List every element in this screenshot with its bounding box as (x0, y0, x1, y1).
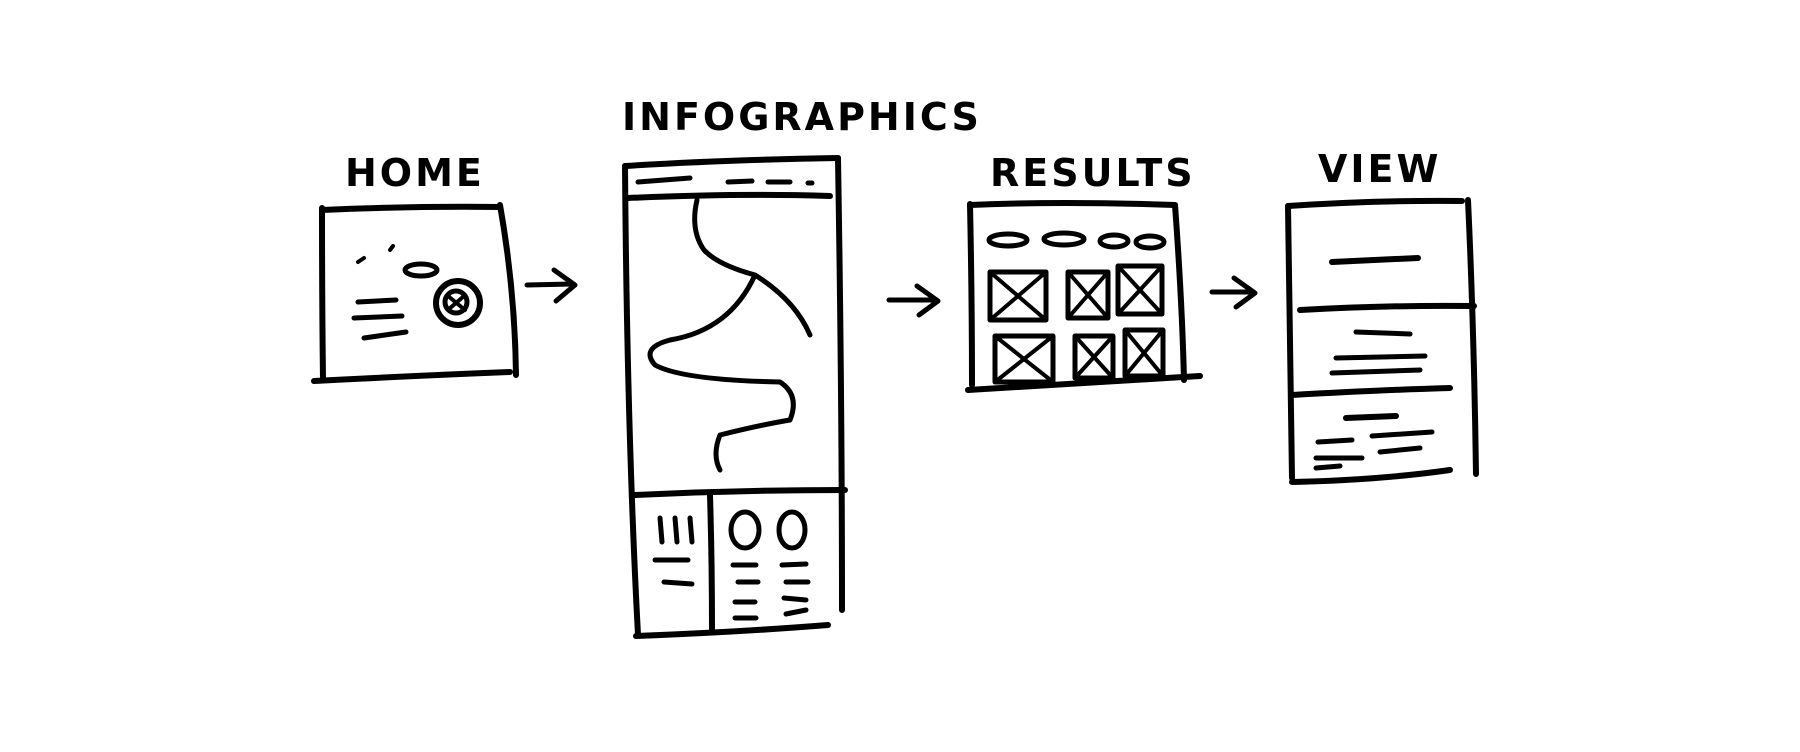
right-arrow-icon (886, 283, 941, 318)
screen-view: VIEW (1285, 147, 1479, 485)
infographics-bottom-right-stats (728, 509, 811, 621)
view-frame (1285, 197, 1479, 485)
result-thumbnail (1065, 269, 1111, 321)
home-frame (311, 202, 519, 384)
result-thumbnail (987, 269, 1049, 323)
home-content (351, 244, 483, 341)
screen-label-results: RESULTS (990, 151, 1196, 195)
result-thumbnail (1122, 327, 1166, 379)
view-text-block-1 (1329, 329, 1428, 376)
infographics-map-lines (647, 197, 813, 473)
results-image-grid (987, 263, 1166, 385)
view-title-line (1329, 255, 1421, 265)
right-arrow-icon (524, 267, 578, 304)
screen-label-view: VIEW (1318, 147, 1441, 191)
result-thumbnail (992, 333, 1056, 385)
infographics-frame (622, 155, 848, 639)
results-frame (965, 200, 1203, 393)
screen-label-infographics: INFOGRAPHICS (622, 95, 982, 139)
view-text-block-2 (1313, 413, 1435, 471)
infographics-bottom-left-stats (652, 515, 695, 587)
right-arrow-icon (1209, 275, 1258, 310)
screen-label-home: HOME (345, 151, 485, 195)
infographics-nav-dashes (635, 175, 815, 186)
screen-results: RESULTS (965, 151, 1203, 393)
result-thumbnail (1115, 263, 1165, 317)
result-thumbnail (1072, 333, 1116, 381)
results-filter-pills (986, 230, 1167, 251)
screen-infographics: INFOGRAPHICS (622, 95, 982, 639)
screen-home: HOME (311, 151, 519, 384)
